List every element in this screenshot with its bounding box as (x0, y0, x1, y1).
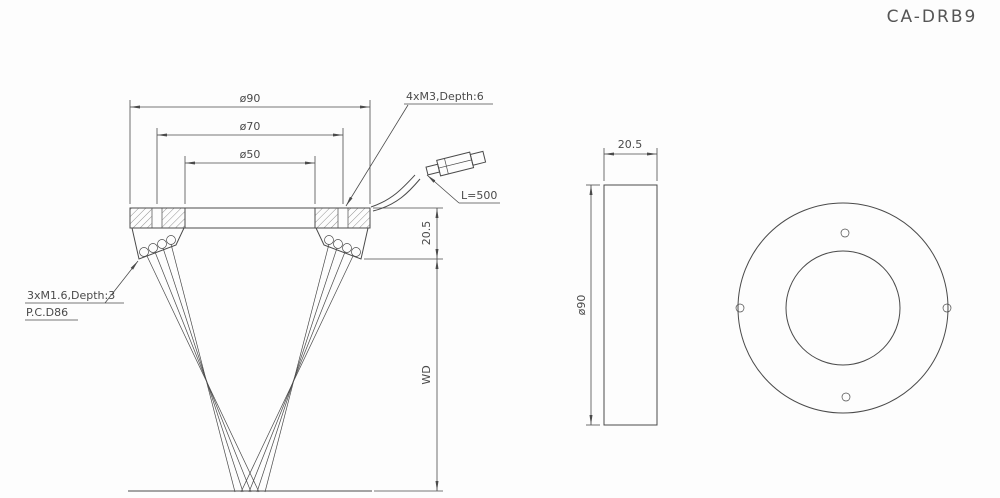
led-holder-left (131, 227, 185, 260)
dimension-d90: ø90 (129, 92, 371, 204)
dimension-wd: WD (374, 259, 443, 492)
section-view: ø90 ø70 ø50 4xM3,Depth:6 (25, 90, 500, 493)
face-view (735, 202, 952, 414)
light-rays (146, 243, 354, 493)
dimension-height-205: 20.5 (364, 207, 443, 260)
side-width-label: 20.5 (618, 138, 643, 151)
side-view-body (603, 184, 658, 426)
side-d90-label: ø90 (575, 295, 588, 316)
connector (425, 150, 487, 177)
dimension-width-205: 20.5 (603, 138, 658, 181)
mounting-hole-bottom (841, 392, 851, 402)
dim-wd-label: WD (420, 365, 433, 384)
mounting-hole-right (942, 303, 952, 313)
callout-m16: 3xM1.6,Depth:3 P.C.D86 (25, 260, 139, 321)
ring-body-section (129, 207, 371, 229)
inner-circle (785, 250, 901, 366)
outer-circle (737, 202, 949, 414)
side-view: 20.5 ø90 (575, 138, 658, 426)
dim-d90-label: ø90 (240, 92, 261, 105)
cable-length-label: L=500 (461, 189, 497, 202)
pcd-label: P.C.D86 (26, 306, 68, 319)
callout-m3: 4xM3,Depth:6 (345, 90, 493, 207)
dim-height-label: 20.5 (420, 221, 433, 246)
drawing-title: CA-DRB9 (887, 7, 978, 27)
callout-cable-length: L=500 (426, 174, 500, 204)
mounting-hole-top (840, 228, 850, 238)
dim-d50-label: ø50 (240, 148, 261, 161)
mounting-hole-left (735, 303, 745, 313)
dimension-d70: ø70 (156, 120, 344, 204)
dimension-side-d90: ø90 (575, 184, 600, 426)
m16-label: 3xM1.6,Depth:3 (27, 289, 115, 302)
led-holder-right (315, 227, 369, 260)
m3-label: 4xM3,Depth:6 (406, 90, 484, 103)
dim-d70-label: ø70 (240, 120, 261, 133)
dimension-d50: ø50 (184, 148, 316, 204)
cable (370, 150, 487, 212)
